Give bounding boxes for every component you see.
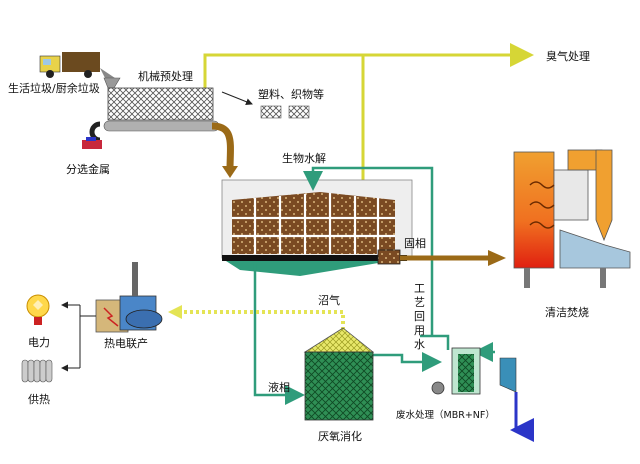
light-bulb-icon [26, 294, 50, 325]
label-heating: 供热 [28, 392, 50, 406]
solid-phase-flow [400, 250, 506, 266]
label-bio-hydrolysis: 生物水解 [282, 151, 326, 165]
biogas-flow [168, 305, 345, 330]
chp-outputs [61, 301, 96, 372]
incinerator [513, 149, 631, 288]
pump-icon [431, 381, 445, 395]
plastics-icon [260, 105, 282, 119]
label-liquid-phase: 液相 [268, 380, 290, 394]
label-household-waste: 生活垃圾/厨余垃圾 [8, 81, 100, 95]
label-odor-treatment: 臭气处理 [546, 49, 590, 63]
label-mechanical-pretreatment: 机械预处理 [138, 69, 193, 83]
plastics-output [221, 91, 310, 119]
label-wastewater-treatment: 废水处理（MBR+NF） [396, 409, 495, 421]
label-process-reuse-water: 工 艺 回 用 水 [414, 282, 425, 351]
label-power: 电力 [28, 336, 50, 349]
wastewater-treatment-unit [431, 347, 534, 442]
feed-pipe [211, 122, 238, 178]
label-solid-phase: 固相 [404, 237, 426, 250]
odor-exhaust-lines [203, 43, 534, 185]
label-chp: 热电联产 [104, 336, 148, 350]
textiles-icon [288, 105, 310, 119]
reuse-water-char: 用 [414, 324, 425, 337]
reuse-water-char: 水 [414, 338, 425, 351]
garbage-truck-icon [39, 52, 115, 78]
reuse-water-char: 工 [414, 282, 425, 295]
label-plastics-textiles: 塑料、织物等 [258, 87, 324, 101]
label-anaerobic-digestion: 厌氧消化 [318, 429, 362, 443]
label-metal-sorting: 分选金属 [66, 162, 110, 176]
metal-sorting-icon [82, 121, 102, 149]
chp-unit [95, 262, 163, 333]
reuse-water-char: 艺 [414, 296, 425, 309]
label-clean-incineration: 清洁焚烧 [545, 306, 589, 319]
anaerobic-digester [303, 327, 375, 421]
mechanical-pretreatment-unit [103, 77, 220, 132]
reuse-water-char: 回 [414, 310, 425, 323]
label-biogas: 沼气 [318, 293, 340, 307]
bio-hydrolysis-tank [221, 179, 413, 276]
process-water-lines [253, 166, 495, 405]
radiator-icon [21, 359, 53, 383]
